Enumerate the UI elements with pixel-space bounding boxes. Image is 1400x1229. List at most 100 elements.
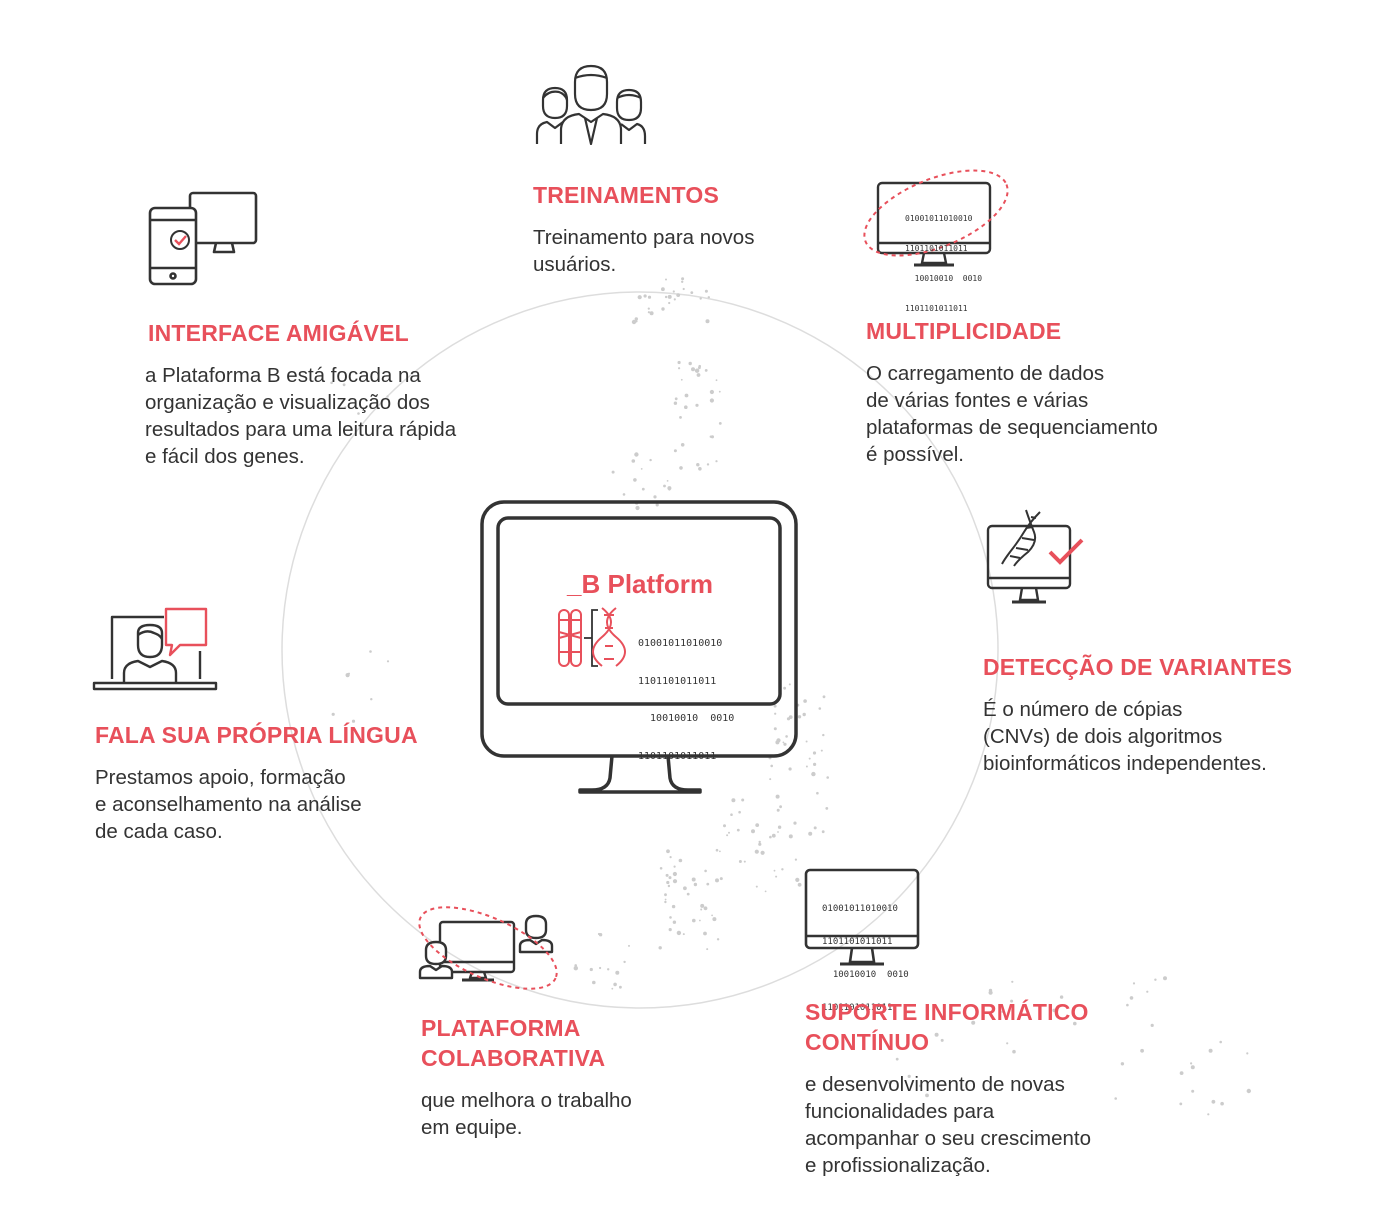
particle-dot: [1011, 980, 1014, 983]
particle-dot: [1163, 976, 1167, 981]
feature-title: SUPORTE INFORMÁTICO CONTÍNUO: [805, 997, 1091, 1057]
particle-dot: [348, 672, 350, 675]
particle-dot: [764, 890, 767, 893]
title-line: INTERFACE AMIGÁVEL: [148, 320, 409, 346]
binary-row: 1101101011011: [905, 304, 968, 313]
particle-dot: [1208, 1048, 1213, 1053]
particle-dot: [1150, 1023, 1154, 1027]
particle-dot: [386, 395, 389, 398]
particle-dot: [887, 1080, 893, 1085]
particle-dot: [1052, 1008, 1056, 1013]
particle-dot: [684, 405, 688, 410]
particle-dot: [667, 884, 671, 888]
particle-dot: [776, 808, 780, 812]
particle-dot: [736, 828, 740, 832]
particle-dot: [777, 831, 779, 833]
particle-dot: [677, 360, 681, 365]
particle-dot: [649, 458, 652, 462]
particle-dot: [623, 960, 626, 964]
particle-dot: [643, 294, 647, 298]
particle-dot: [940, 1038, 944, 1042]
particle-dot: [611, 987, 614, 990]
particle-dot: [647, 307, 650, 310]
devices-icon: [148, 191, 258, 286]
particle-dot: [774, 712, 777, 715]
particle-dot: [782, 741, 785, 744]
desc-line: de várias fontes e várias: [866, 389, 1089, 412]
particle-dot: [668, 488, 671, 491]
particle-dot: [682, 287, 685, 291]
feature-description: Prestamos apoio, formação e aconselhamen…: [95, 764, 418, 845]
particle-dot: [310, 734, 313, 736]
particle-dot: [731, 798, 736, 803]
desc-line: de cada caso.: [95, 820, 223, 843]
particle-dot: [695, 403, 699, 407]
particle-dot: [331, 712, 335, 716]
team-icon: [535, 64, 647, 145]
particle-dot: [788, 767, 792, 771]
particle-dot: [641, 487, 645, 491]
particle-dot: [741, 798, 745, 802]
particle-dot: [726, 834, 729, 837]
particle-dot: [1001, 1010, 1004, 1013]
particle-dot: [700, 903, 705, 908]
desc-line: que melhora o trabalho: [421, 1089, 632, 1112]
orbit-ring: [281, 291, 999, 1009]
particle-dot: [597, 932, 601, 936]
particle-dot: [895, 1057, 899, 1061]
particle-dot: [793, 821, 797, 825]
particle-dot: [821, 830, 825, 834]
particle-dot: [664, 295, 668, 299]
particle-dot: [718, 390, 721, 393]
particle-dot: [709, 398, 715, 403]
feature-title: DETECÇÃO DE VARIANTES: [983, 652, 1292, 682]
particle-dot: [631, 319, 637, 325]
particle-dot: [797, 882, 802, 887]
particle-dot: [719, 877, 723, 881]
desc-line: funcionalidades para: [805, 1100, 995, 1123]
particle-dot: [664, 900, 667, 904]
particle-dot: [802, 712, 806, 717]
feature-title: INTERFACE AMIGÁVEL: [148, 318, 456, 348]
particle-dot: [615, 970, 620, 975]
particle-dot: [686, 892, 690, 896]
particle-dot: [688, 361, 692, 366]
particle-dot: [672, 290, 675, 293]
particle-dot: [706, 882, 710, 886]
particle-dot: [785, 735, 788, 738]
particle-dot: [698, 467, 702, 471]
particle-dot: [682, 933, 685, 936]
desc-line: organização e visualização dos: [145, 391, 430, 414]
particle-dot: [680, 443, 685, 447]
particle-dot: [822, 733, 825, 737]
feature-suporte: SUPORTE INFORMÁTICO CONTÍNUO e desenvolv…: [805, 997, 1091, 1179]
particle-dot: [673, 401, 678, 405]
particle-dot: [775, 875, 778, 878]
particle-dot: [934, 1032, 939, 1037]
particle-dot: [783, 686, 786, 690]
particle-dot: [738, 810, 741, 814]
particle-dot: [715, 848, 719, 852]
particle-dot: [738, 860, 742, 863]
feature-description: É o número de cópias (CNVs) de dois algo…: [983, 696, 1292, 777]
particle-dot: [1140, 1048, 1144, 1053]
suporte-binary-readout: 01001011010010 1101101011011 10010010 00…: [822, 882, 909, 1025]
particle-dot: [1114, 1097, 1117, 1100]
particle-dot: [769, 778, 772, 781]
desc-line: É o número de cópias: [983, 698, 1183, 721]
feature-title: TREINAMENTOS: [533, 180, 754, 210]
particle-dot: [919, 1084, 922, 1088]
particle-dot: [669, 856, 672, 859]
particle-dot: [691, 877, 696, 882]
particle-dot: [816, 791, 819, 795]
particle-dot: [619, 985, 622, 989]
binary-row: 01001011010010: [822, 904, 898, 914]
particle-dot: [703, 906, 708, 911]
particle-dot: [812, 751, 817, 755]
particle-dot: [633, 478, 637, 482]
feature-treinamentos: TREINAMENTOS Treinamento para novos usuá…: [533, 180, 754, 278]
particle-dot: [668, 876, 672, 880]
binary-row: 01001011010010: [905, 214, 973, 223]
particle-dot: [715, 878, 719, 883]
particle-dot: [822, 695, 826, 699]
